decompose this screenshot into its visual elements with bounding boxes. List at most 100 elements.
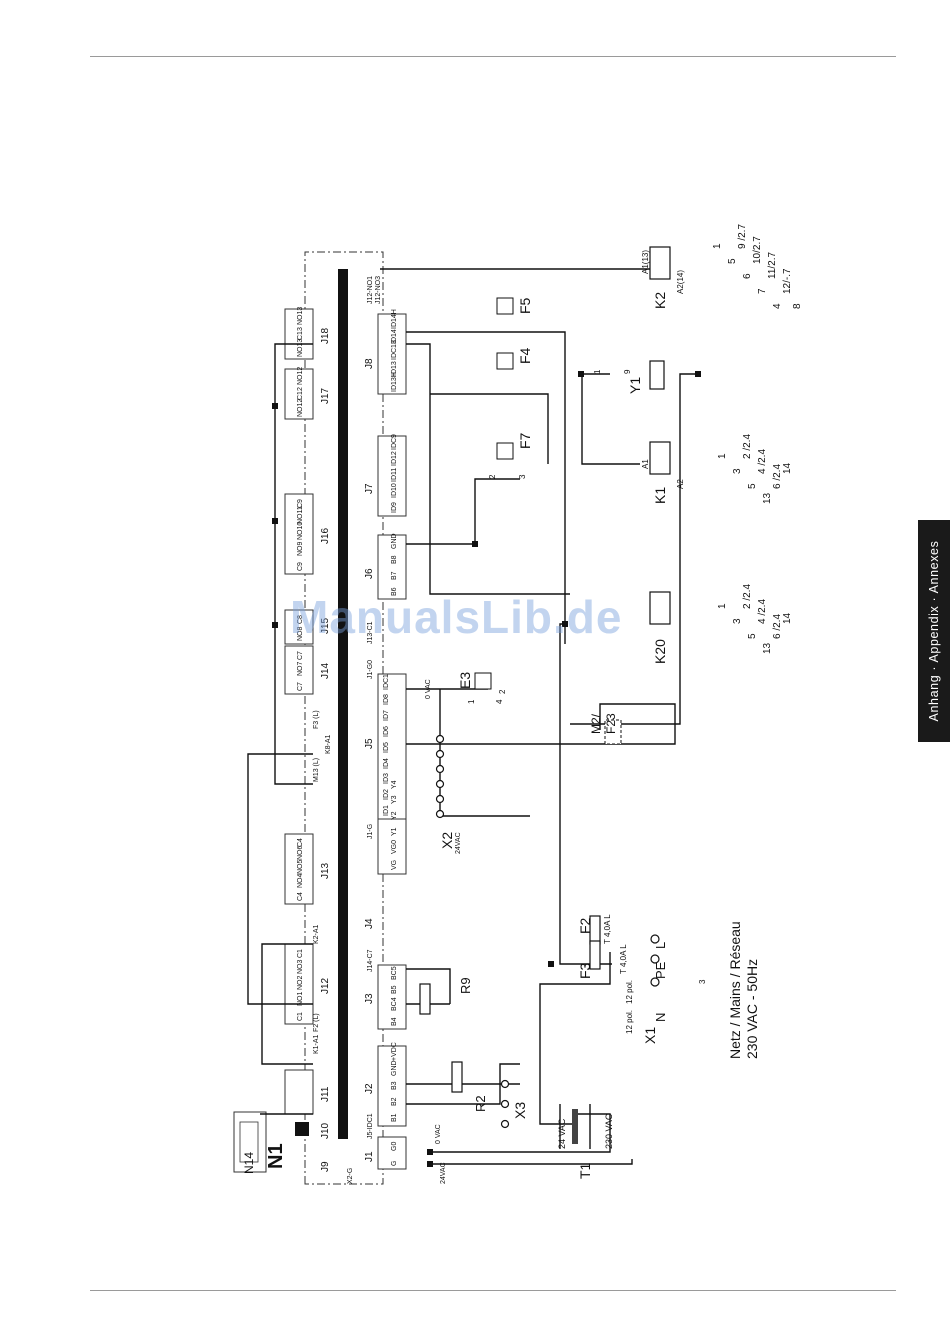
pin-label: B7: [391, 571, 398, 580]
r9-label: R9: [458, 977, 473, 994]
top-rule: [90, 56, 896, 57]
j2-label: J2: [364, 1083, 375, 1094]
pin-label: G0: [391, 1142, 398, 1151]
contact-label: 5: [747, 483, 758, 489]
pin-label: GND: [391, 1060, 398, 1076]
f7-switch-box: [496, 442, 514, 460]
bus-label: J1-G: [367, 824, 374, 839]
pin-label: B8: [391, 555, 398, 564]
pe-terminal-label: PE: [653, 961, 668, 979]
pin-label: ID1: [383, 805, 390, 816]
pin-label: ID13: [391, 361, 398, 376]
pin-label: C4: [297, 892, 304, 901]
pin-label: ID5: [383, 742, 390, 753]
switch-number: 4: [495, 699, 504, 704]
coil-label: A1(13): [641, 250, 650, 274]
contact-label: 10/2.7: [752, 236, 763, 264]
pin-label: G: [391, 1161, 398, 1166]
switch-number: 2: [488, 474, 497, 479]
voltage-label: 0 VAC: [435, 1124, 442, 1144]
coil-label: A1: [641, 459, 650, 469]
terminal-12pol-1: 12 pol.: [625, 980, 634, 1004]
pin-label: B4: [391, 1017, 398, 1026]
pin-label: B1: [391, 1113, 398, 1122]
pin-label: C4: [297, 838, 304, 847]
pin-label: C13: [297, 327, 304, 340]
junction-dots: [272, 371, 701, 1167]
x2-label: X2: [439, 832, 455, 849]
switch-number: 2: [498, 689, 507, 694]
pin-label: ID2: [383, 789, 390, 800]
bus-label: F3 (L): [313, 710, 320, 729]
j12-label: J12: [320, 977, 331, 994]
fuse-f3: [589, 940, 601, 970]
pin-label: ID12: [391, 451, 398, 466]
f4-label: F4: [517, 347, 533, 364]
voltage-label: 24VAC: [455, 832, 462, 854]
contact-label: 7: [757, 288, 768, 294]
j16-label: J16: [320, 527, 331, 544]
n-terminal-label: N: [653, 1013, 668, 1022]
contact-label: 4 /2.4: [757, 449, 768, 474]
y1-label: Y1: [627, 377, 643, 394]
f7-label: F7: [517, 432, 533, 449]
t1-label: T1: [577, 1162, 593, 1179]
contact-label: 5: [747, 633, 758, 639]
j17-label: J17: [320, 387, 331, 404]
m2-label: M2/: [589, 713, 603, 734]
pin-label: ID13H: [391, 372, 398, 392]
j1-block: [377, 1136, 407, 1170]
pin-label: VG0: [391, 840, 398, 854]
n1-label: N1: [265, 1143, 287, 1169]
pin-label: C12: [297, 387, 304, 400]
j2-block: [377, 1045, 407, 1127]
pin-label: ID14: [391, 329, 398, 344]
j14-label: J14: [320, 662, 331, 679]
pin-label: NO13: [297, 339, 304, 357]
transformer-secondary: 24 VAC: [557, 1118, 567, 1149]
coil-label: A2: [676, 479, 685, 489]
contact-label: 1: [717, 603, 728, 609]
pin-label: NO4: [297, 874, 304, 889]
pin-labels-top: C1 NO1 NO2 NO3 C1 C4 NO4 NO5 NO6 C4 C7 N…: [297, 307, 304, 1021]
contact-label: 8: [792, 303, 803, 309]
pin-label: IDC1: [383, 674, 390, 690]
j10-label: J10: [320, 1122, 331, 1139]
j18-block: [284, 308, 314, 360]
pin-label: Y3: [391, 795, 398, 804]
bus-label: J1-G0: [367, 660, 374, 679]
pin-label: C8: [297, 615, 304, 624]
m2-f23-switch-box: [604, 719, 622, 745]
j13-label: J13: [320, 862, 331, 879]
switch-number: 1: [593, 369, 602, 374]
k20-label: K20: [652, 639, 668, 664]
pin-label: NO11: [297, 506, 304, 524]
contact-label: 13: [762, 642, 773, 654]
k1-contacts: 1 2 /2.4 3 4 /2.4 5 6 /2.4 13 14: [717, 434, 793, 504]
j8-label: J8: [364, 358, 375, 369]
pin-label: ID11: [391, 468, 398, 482]
terminal-12pol-2: 12 pol.: [625, 1010, 634, 1034]
pin-label: Y2: [391, 811, 398, 820]
pin-label: NO9: [297, 542, 304, 557]
transformer-primary: 230 VAC: [604, 1113, 614, 1149]
k2-label: K2: [652, 292, 668, 309]
pin-label: ID8: [383, 694, 390, 705]
contact-label: 6 /2.4: [772, 464, 783, 489]
n14-display-screen: [239, 1121, 259, 1163]
pin-label: NO10: [297, 522, 304, 540]
pin-label: ID7: [383, 710, 390, 721]
x1-label: X1: [642, 1027, 658, 1044]
n14-label: N14: [242, 1152, 256, 1174]
j1-label: J1: [364, 1151, 375, 1162]
chapter-side-tab[interactable]: Anhang · Appendix · Annexes: [918, 520, 950, 742]
contact-label: 4 /2.4: [757, 599, 768, 624]
coil-label: A2(14): [676, 270, 685, 294]
j11-label: J11: [320, 1086, 331, 1102]
e3-label: E3: [457, 672, 473, 689]
watermark: ManualsLib.de: [290, 591, 623, 643]
contact-label: 1: [712, 243, 723, 249]
j9-label: J9: [320, 1161, 331, 1172]
pin-label: B5: [391, 985, 398, 994]
switch-number: 9: [623, 369, 632, 374]
